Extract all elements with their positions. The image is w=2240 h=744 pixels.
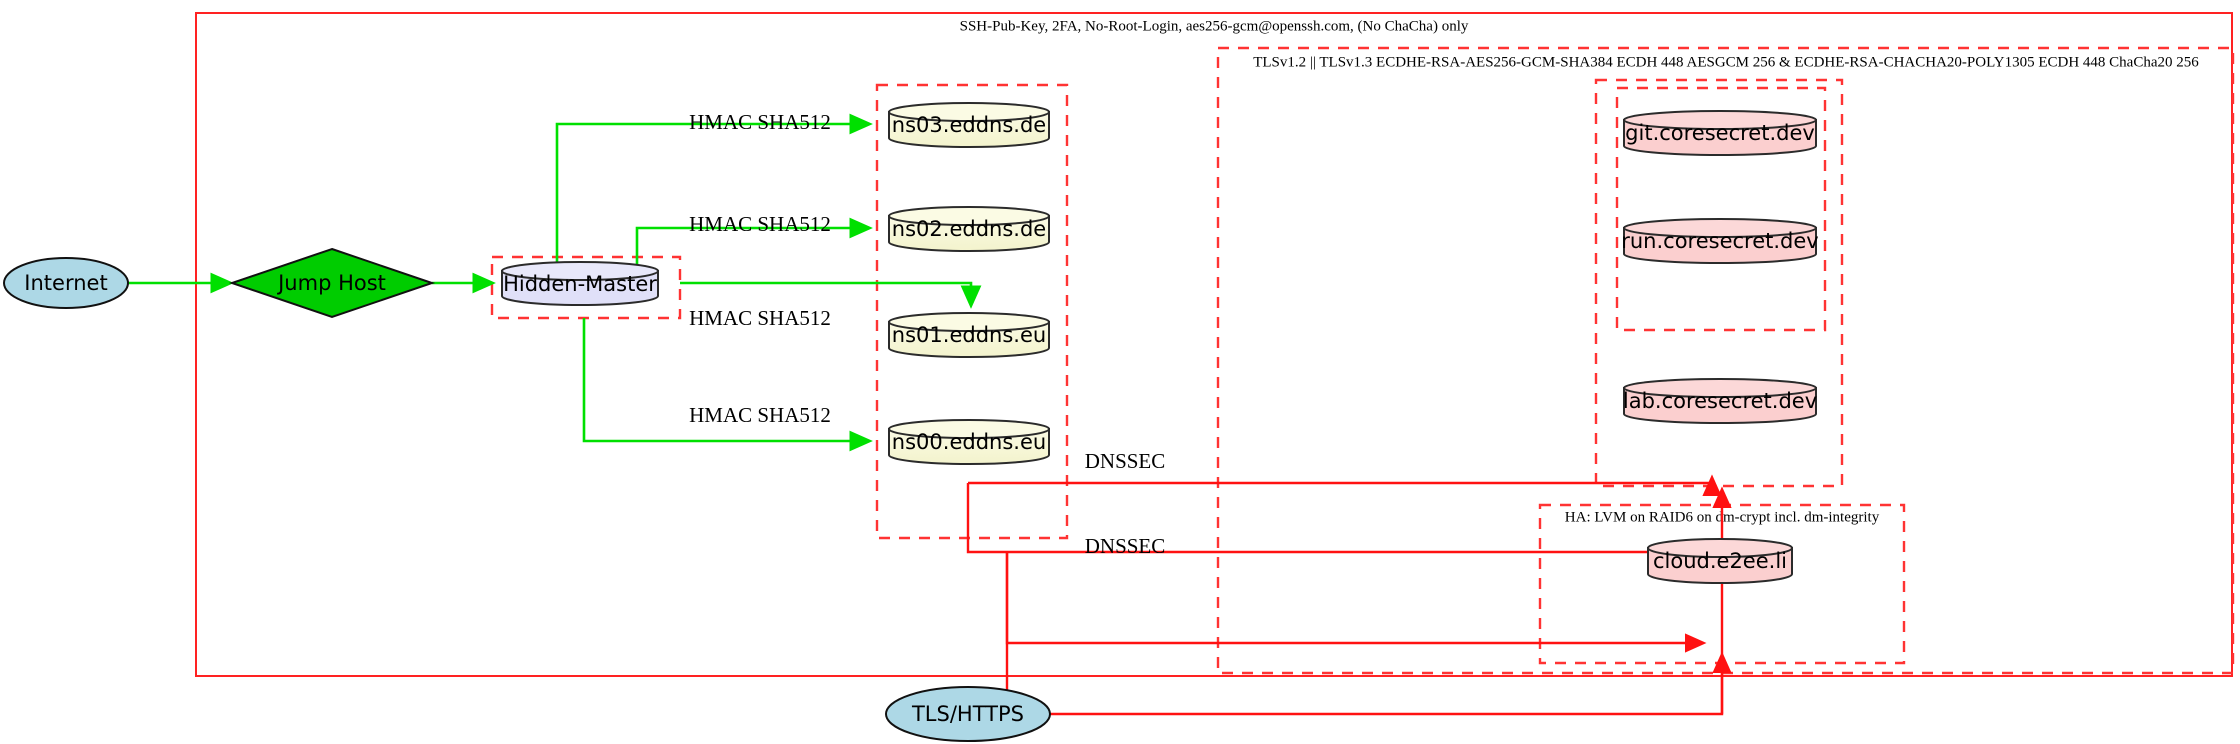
node-internet[interactable]: Internet (3, 257, 129, 309)
ssh-boundary-frame (195, 12, 2233, 677)
coresecret-inner-box (1615, 86, 1827, 332)
edge-label-hmac-ns01: HMAC SHA512 (689, 306, 831, 330)
node-ns01-label: ns01.eddns.eu (892, 323, 1046, 347)
node-tls-https[interactable]: TLS/HTTPS (885, 686, 1051, 742)
node-cloud-e2ee[interactable]: cloud.e2ee.li (1647, 538, 1793, 584)
edge-label-hmac-ns03: HMAC SHA512 (689, 110, 831, 134)
edge-label-hmac-ns00: HMAC SHA512 (689, 403, 831, 427)
node-run-label: run.coresecret.dev (1621, 229, 1819, 253)
node-lab-coresecret[interactable]: lab.coresecret.dev (1623, 378, 1817, 424)
tls-boundary-label: TLSv1.2 || TLSv1.3 ECDHE-RSA-AES256-GCM-… (1253, 54, 2199, 70)
node-ns00-label: ns00.eddns.eu (892, 430, 1046, 454)
node-jump-host-label: Jump Host (276, 271, 386, 295)
tls-boundary-frame (1216, 46, 2235, 675)
node-internet-label: Internet (24, 271, 107, 295)
node-git-label: git.coresecret.dev (1625, 121, 1815, 145)
node-lab-label: lab.coresecret.dev (1623, 389, 1817, 413)
node-cloud-label: cloud.e2ee.li (1653, 549, 1787, 573)
ssh-boundary-label: SSH-Pub-Key, 2FA, No-Root-Login, aes256-… (960, 18, 1469, 34)
edge-dnssec-upper (968, 474, 1722, 496)
edge-hiddenmaster-to-ns00 (582, 318, 873, 452)
nameserver-boundary-box (875, 83, 1069, 540)
edge-dnssec-upper-return (966, 483, 1707, 562)
edge-dnssec-lower (1005, 552, 1707, 653)
node-ns02-label: ns02.eddns.de (892, 217, 1046, 241)
node-ns01[interactable]: ns01.eddns.eu (888, 312, 1050, 358)
edge-label-hmac-ns02: HMAC SHA512 (689, 212, 831, 236)
edge-label-dnssec-lower: DNSSEC (1085, 534, 1166, 558)
node-ns03[interactable]: ns03.eddns.de (888, 102, 1050, 148)
node-git-coresecret[interactable]: git.coresecret.dev (1623, 110, 1817, 156)
node-ns03-label: ns03.eddns.de (892, 113, 1046, 137)
node-run-coresecret[interactable]: run.coresecret.dev (1621, 218, 1819, 264)
node-hidden-master[interactable]: Hidden-Master (501, 261, 659, 306)
node-jump-host[interactable]: Jump Host (228, 247, 436, 319)
node-ns00[interactable]: ns00.eddns.eu (888, 419, 1050, 465)
node-ns02[interactable]: ns02.eddns.de (888, 206, 1050, 252)
coresecret-outer-box (1594, 78, 1844, 488)
edge-hiddenmaster-to-ns02 (635, 217, 873, 268)
edge-hiddenmaster-to-ns01 (680, 281, 982, 309)
node-hidden-master-label: Hidden-Master (503, 272, 657, 296)
edge-label-dnssec-upper: DNSSEC (1085, 449, 1166, 473)
edge-hiddenmaster-to-ns03 (555, 113, 873, 268)
node-tls-https-label: TLS/HTTPS (911, 702, 1024, 726)
